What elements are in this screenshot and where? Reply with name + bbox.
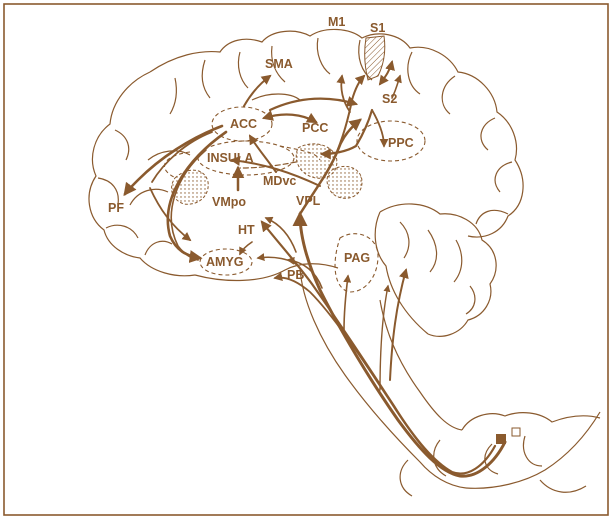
label-vmpo: VMpo xyxy=(212,195,246,209)
label-m1: M1 xyxy=(328,15,345,29)
spinal-input-box xyxy=(512,428,520,436)
label-mdvc: MDvc xyxy=(263,174,296,188)
label-amyg: AMYG xyxy=(206,255,244,269)
tract-to-vmpo-arrow xyxy=(262,222,495,474)
label-vpl: VPL xyxy=(296,194,321,208)
label-pcc: PCC xyxy=(302,121,328,135)
acc-to-sma-arrow xyxy=(244,76,270,106)
pb-to-pag-arrow xyxy=(344,276,348,330)
s2-to-ppc-arrow xyxy=(372,110,384,146)
label-pag: PAG xyxy=(344,251,370,265)
label-ppc: PPC xyxy=(388,136,414,150)
label-s2: S2 xyxy=(382,92,397,106)
ht-to-amyg-arrow xyxy=(240,242,252,254)
label-sma: SMA xyxy=(265,57,293,71)
label-acc: ACC xyxy=(230,117,257,131)
tract-ascending-arrow xyxy=(380,286,388,390)
label-insula: INSULA xyxy=(207,151,254,165)
label-pf: PF xyxy=(108,201,124,215)
cerebellum-outline xyxy=(375,204,496,336)
figure-border xyxy=(4,4,608,515)
spinothalamic-tract-arrow xyxy=(300,214,505,476)
to-m1-arrow xyxy=(341,76,350,112)
label-ht: HT xyxy=(238,223,255,237)
label-s1: S1 xyxy=(370,21,385,35)
spinal-input-marker xyxy=(496,434,506,444)
label-pb: PB xyxy=(287,268,304,282)
